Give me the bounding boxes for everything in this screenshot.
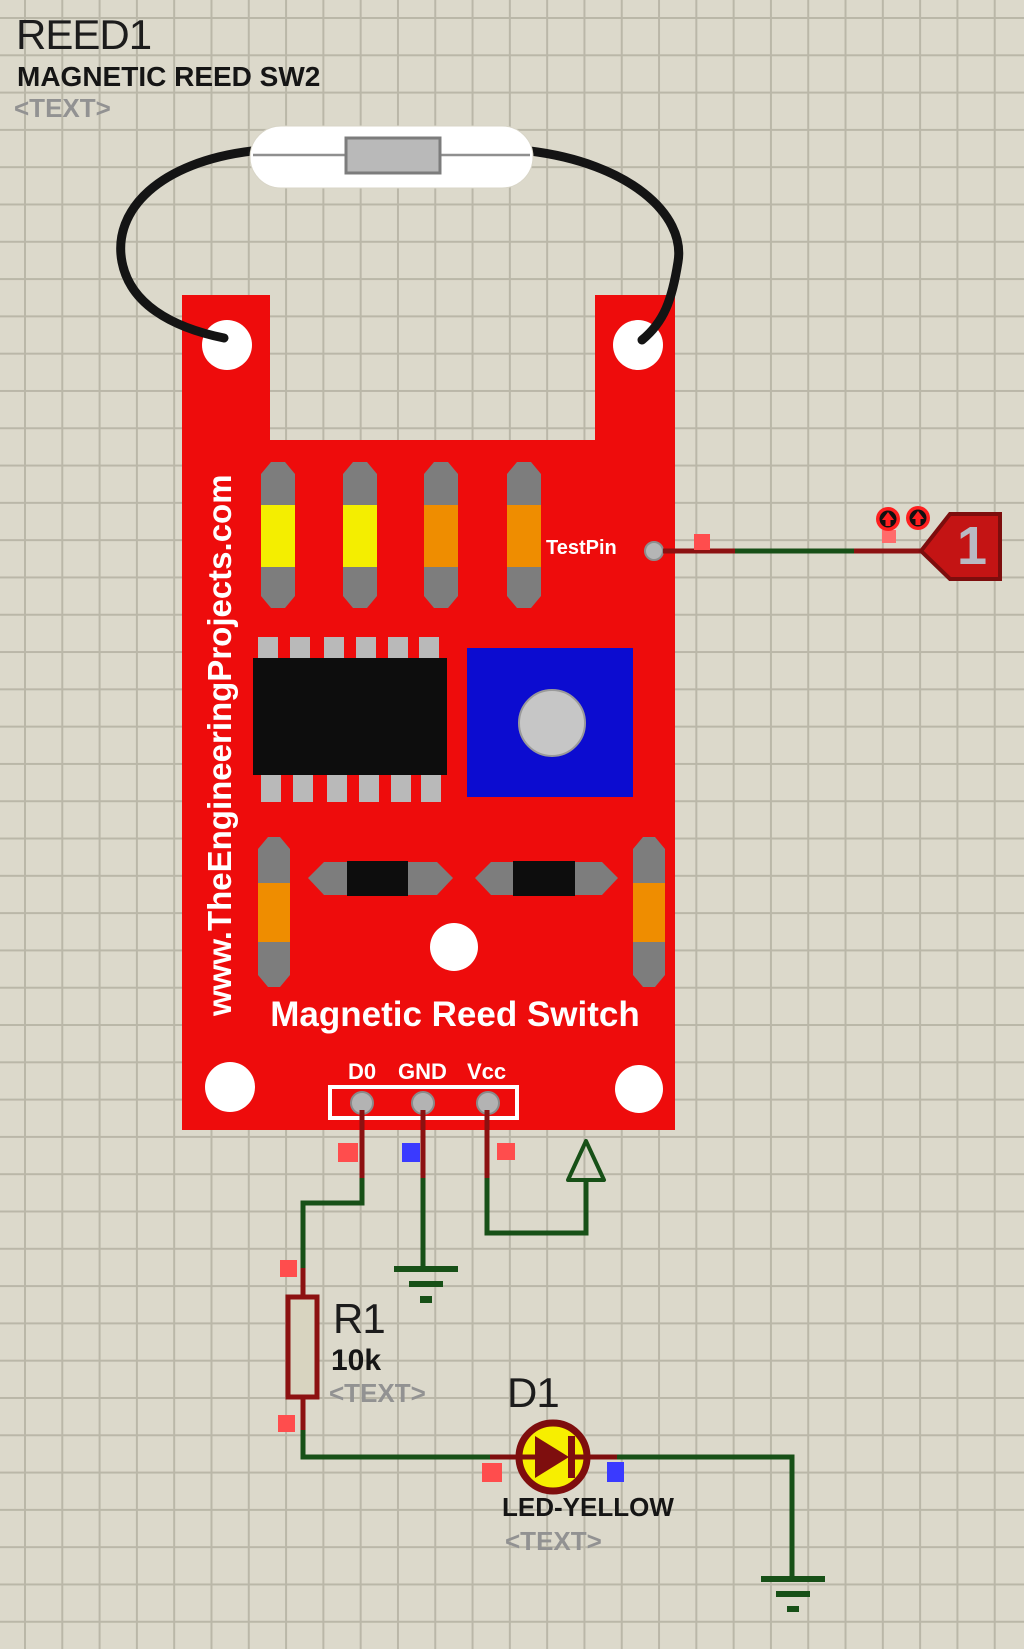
reed1-value-label: MAGNETIC REED SW2 [17, 61, 321, 92]
reed1-ref-label: REED1 [16, 11, 152, 58]
smd-cap-orange [424, 462, 458, 608]
reed-contact [344, 136, 442, 175]
testpin-pad[interactable] [644, 541, 664, 561]
trimpot [467, 648, 633, 797]
smd-diode [475, 861, 618, 896]
mounting-hole [430, 923, 478, 971]
ic-chip [253, 637, 447, 802]
reed1-text-placeholder: <TEXT> [14, 93, 111, 123]
mounting-hole [205, 1062, 255, 1112]
junction-marker-red-light [882, 530, 896, 543]
r1-value-label: 10k [331, 1344, 382, 1377]
d1-text-placeholder: <TEXT> [505, 1526, 602, 1556]
reed-lead-right[interactable] [525, 146, 684, 345]
board-website-text: www.TheEngineeringProjects.com [201, 474, 238, 1016]
d0-net[interactable] [280, 1110, 365, 1277]
junction-marker-red [482, 1463, 502, 1482]
terminal-1[interactable] [918, 512, 1002, 581]
reed-switch-component[interactable] [116, 125, 684, 345]
pin-label-gnd: GND [398, 1059, 447, 1084]
ground-symbol[interactable] [394, 1266, 458, 1303]
junction-marker-red [338, 1143, 358, 1162]
pin-label-d0: D0 [348, 1059, 377, 1084]
marker-icon-arrow [876, 507, 900, 531]
reed-lead-left[interactable] [116, 146, 257, 343]
smd-cap-yellow [261, 462, 295, 608]
junction-marker-red [497, 1143, 515, 1160]
d1-ref-label: D1 [507, 1369, 560, 1416]
r1-text-placeholder: <TEXT> [329, 1378, 426, 1408]
junction-marker-blue [607, 1462, 624, 1482]
resistor-body[interactable] [285, 1294, 320, 1400]
testpin-label: TestPin [546, 537, 617, 559]
marker-icon-arrow [906, 506, 930, 530]
gnd-net[interactable] [394, 1110, 458, 1303]
smd-cap-orange [258, 837, 290, 987]
junction-marker-red [280, 1260, 297, 1277]
wire[interactable] [300, 1178, 365, 1270]
power-terminal[interactable] [566, 1139, 606, 1182]
wire[interactable] [615, 1454, 795, 1578]
pin-label-vcc: Vcc [467, 1059, 507, 1084]
mounting-hole [202, 320, 252, 370]
d1-value-label: LED-YELLOW [502, 1492, 674, 1522]
smd-cap-orange [507, 462, 541, 608]
junction-marker-blue [402, 1143, 420, 1162]
junction-marker-red [278, 1415, 295, 1432]
wire[interactable] [484, 1178, 589, 1236]
resistor-r1[interactable] [278, 1268, 320, 1432]
r1-ref-label: R1 [333, 1295, 386, 1342]
vcc-net[interactable] [484, 1110, 606, 1236]
smd-cap-orange [633, 837, 665, 987]
led-d1[interactable] [515, 1419, 591, 1495]
reed-module-board[interactable] [182, 295, 675, 1130]
led-net[interactable] [300, 1419, 825, 1612]
mounting-hole [615, 1065, 663, 1113]
terminal-number: 1 [956, 516, 988, 576]
board-title: Magnetic Reed Switch [270, 995, 640, 1034]
testpin-net[interactable] [663, 506, 1002, 581]
smd-diode [308, 861, 453, 896]
smd-cap-yellow [343, 462, 377, 608]
wire[interactable] [300, 1430, 492, 1460]
junction-marker-red [694, 534, 710, 550]
ground-symbol[interactable] [761, 1576, 825, 1612]
